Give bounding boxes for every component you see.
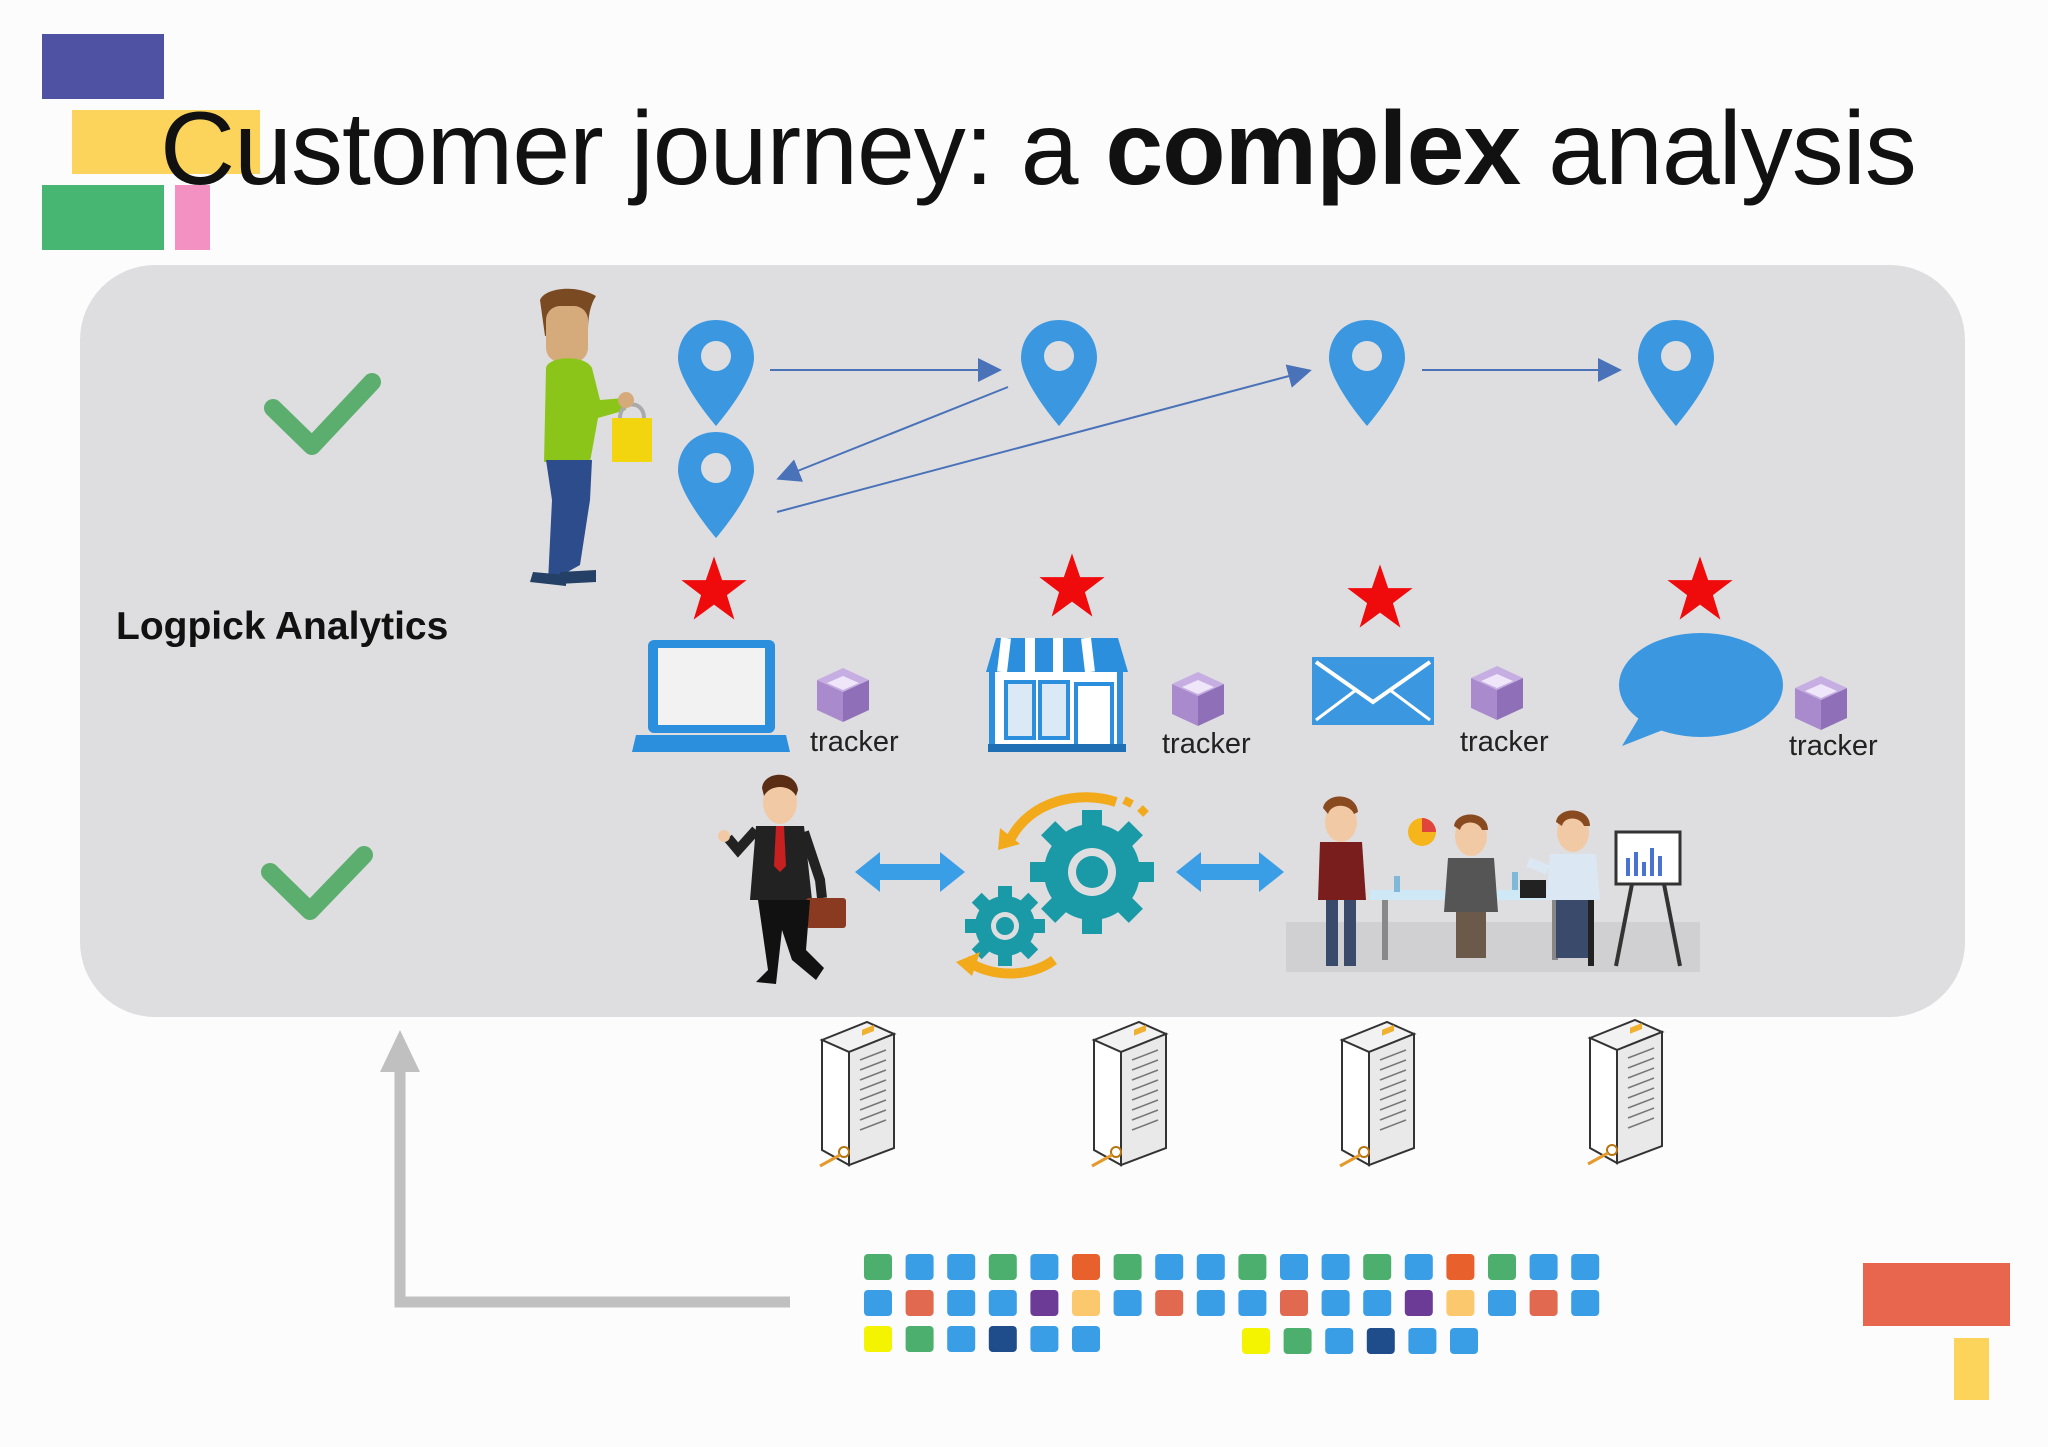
data-tile (1450, 1328, 1478, 1354)
corner-block-yellow (72, 110, 260, 174)
data-tile (1280, 1290, 1308, 1316)
data-tile (988, 1290, 1017, 1316)
corner-block-blue (42, 34, 164, 99)
chat-bubble-icon (1619, 633, 1783, 746)
data-tile (1363, 1254, 1392, 1280)
corner-block-green (42, 185, 164, 250)
data-flow-arrow-head (380, 1030, 420, 1072)
data-tile (988, 1254, 1017, 1280)
star-icon (1039, 553, 1105, 617)
data-tile (1325, 1328, 1354, 1354)
corner-block-yellow-small (1954, 1338, 1989, 1400)
data-tile (1321, 1290, 1350, 1316)
tracker-cube-icon (1172, 672, 1224, 726)
check-icon (261, 846, 373, 920)
data-tile (1030, 1290, 1059, 1316)
data-tile (1155, 1290, 1184, 1316)
laptop-icon (632, 640, 790, 752)
tracker-cube-icon (817, 668, 869, 722)
page-title: Customer journey: a complex analysis (160, 91, 1917, 207)
data-tile (905, 1254, 934, 1280)
panel-label: Logpick Analytics (116, 605, 449, 648)
data-tile (1242, 1328, 1270, 1354)
data-tile (1072, 1254, 1100, 1280)
tracker-label: tracker (1460, 726, 1549, 758)
data-tile (1196, 1290, 1225, 1316)
data-tile (1571, 1254, 1600, 1280)
journey-arrow (776, 364, 1312, 513)
location-pin-icon (678, 320, 754, 426)
business-meeting-icon (1286, 796, 1700, 972)
data-tile (864, 1326, 892, 1352)
data-tile (1155, 1254, 1184, 1280)
double-arrow-icon (855, 852, 965, 892)
check-icon (264, 373, 381, 455)
star-icon (1347, 564, 1413, 628)
data-tile (1408, 1328, 1437, 1354)
businessman-icon (718, 774, 846, 984)
data-tile (1238, 1254, 1267, 1280)
gears-icon (956, 792, 1154, 979)
data-tile (864, 1290, 892, 1316)
data-tile (1446, 1290, 1475, 1316)
server-icon (1338, 1020, 1416, 1168)
data-tile (1404, 1290, 1433, 1316)
data-tile (1488, 1254, 1516, 1280)
data-tile (1321, 1254, 1350, 1280)
data-tiles (864, 1254, 1600, 1354)
data-tile (1366, 1328, 1395, 1354)
shopper-figure-icon (530, 288, 652, 586)
email-icon (1312, 657, 1434, 725)
data-tile (1446, 1254, 1475, 1280)
data-tile (1196, 1254, 1225, 1280)
data-tile (1072, 1290, 1100, 1316)
star-icon (681, 556, 747, 620)
data-tile (1488, 1290, 1516, 1316)
data-tile (905, 1290, 934, 1316)
tracker-label: tracker (1162, 728, 1251, 760)
location-pin-icon (1021, 320, 1097, 426)
location-pin-icon (1638, 320, 1714, 426)
data-tile (1113, 1254, 1142, 1280)
double-arrow-icon (1176, 852, 1284, 892)
journey-arrow (776, 386, 1009, 482)
store-icon (986, 637, 1128, 752)
star-icon (1667, 556, 1733, 620)
data-tile (1280, 1254, 1308, 1280)
data-tile (988, 1326, 1017, 1352)
location-pin-icon (678, 432, 754, 538)
location-pin-icon (1329, 320, 1405, 426)
data-tile (947, 1290, 976, 1316)
corner-block-orange (1863, 1263, 2010, 1326)
data-tile (1030, 1254, 1059, 1280)
data-tile (1529, 1254, 1558, 1280)
data-tile (1529, 1290, 1558, 1316)
data-tile (947, 1254, 976, 1280)
data-tile (1404, 1254, 1433, 1280)
server-icon (818, 1020, 896, 1168)
data-tile (1030, 1326, 1059, 1352)
tracker-label: tracker (1789, 730, 1878, 762)
tracker-cube-icon (1795, 676, 1847, 730)
tracker-label: tracker (810, 726, 899, 758)
tracker-cube-icon (1471, 666, 1523, 720)
data-tile (947, 1326, 976, 1352)
data-tile (1283, 1328, 1312, 1354)
data-flow-arrow (394, 1068, 790, 1308)
data-tile (1113, 1290, 1142, 1316)
data-tile (1072, 1326, 1100, 1352)
server-icon (1090, 1020, 1168, 1168)
corner-block-pink (175, 185, 210, 250)
data-tile (1238, 1290, 1267, 1316)
data-tile (1363, 1290, 1392, 1316)
data-tile (1571, 1290, 1600, 1316)
server-icon (1586, 1018, 1664, 1166)
data-tile (905, 1326, 934, 1352)
data-tile (864, 1254, 892, 1280)
